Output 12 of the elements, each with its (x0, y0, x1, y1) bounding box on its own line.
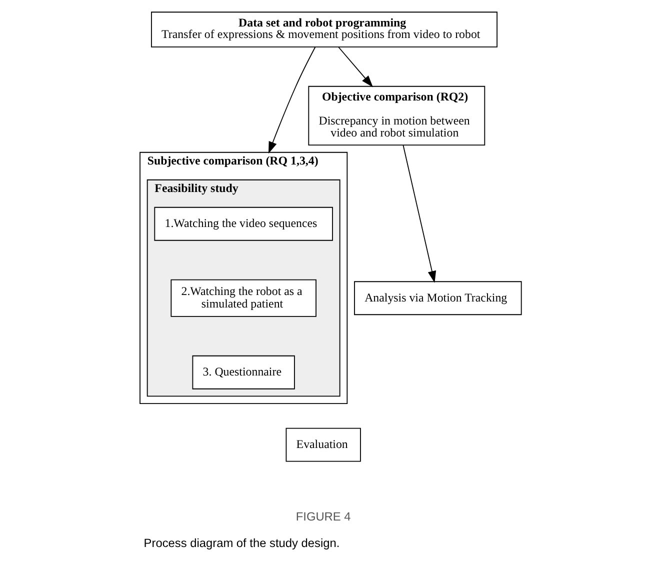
caption: Process diagram of the study design. (144, 536, 340, 550)
node-box: 3. Questionnaire (192, 355, 295, 390)
node-box: Analysis via Motion Tracking (354, 281, 522, 316)
node-box: 1.Watching the video sequences (154, 206, 333, 241)
node-box: 2.Watching the robot as a simulated patient (170, 279, 316, 317)
arrow (268, 46, 316, 154)
node-box: Objective comparison (RQ2) Discrepancy in motion between video and robot simulation (308, 86, 486, 146)
label: FIGURE 4 (296, 509, 351, 524)
node-box: Data set and robot programming Transfer of expressions & movement positions from video to robot (151, 12, 498, 48)
node-box: Evaluation (286, 428, 361, 462)
arrow (338, 46, 374, 88)
arrow (402, 144, 436, 283)
